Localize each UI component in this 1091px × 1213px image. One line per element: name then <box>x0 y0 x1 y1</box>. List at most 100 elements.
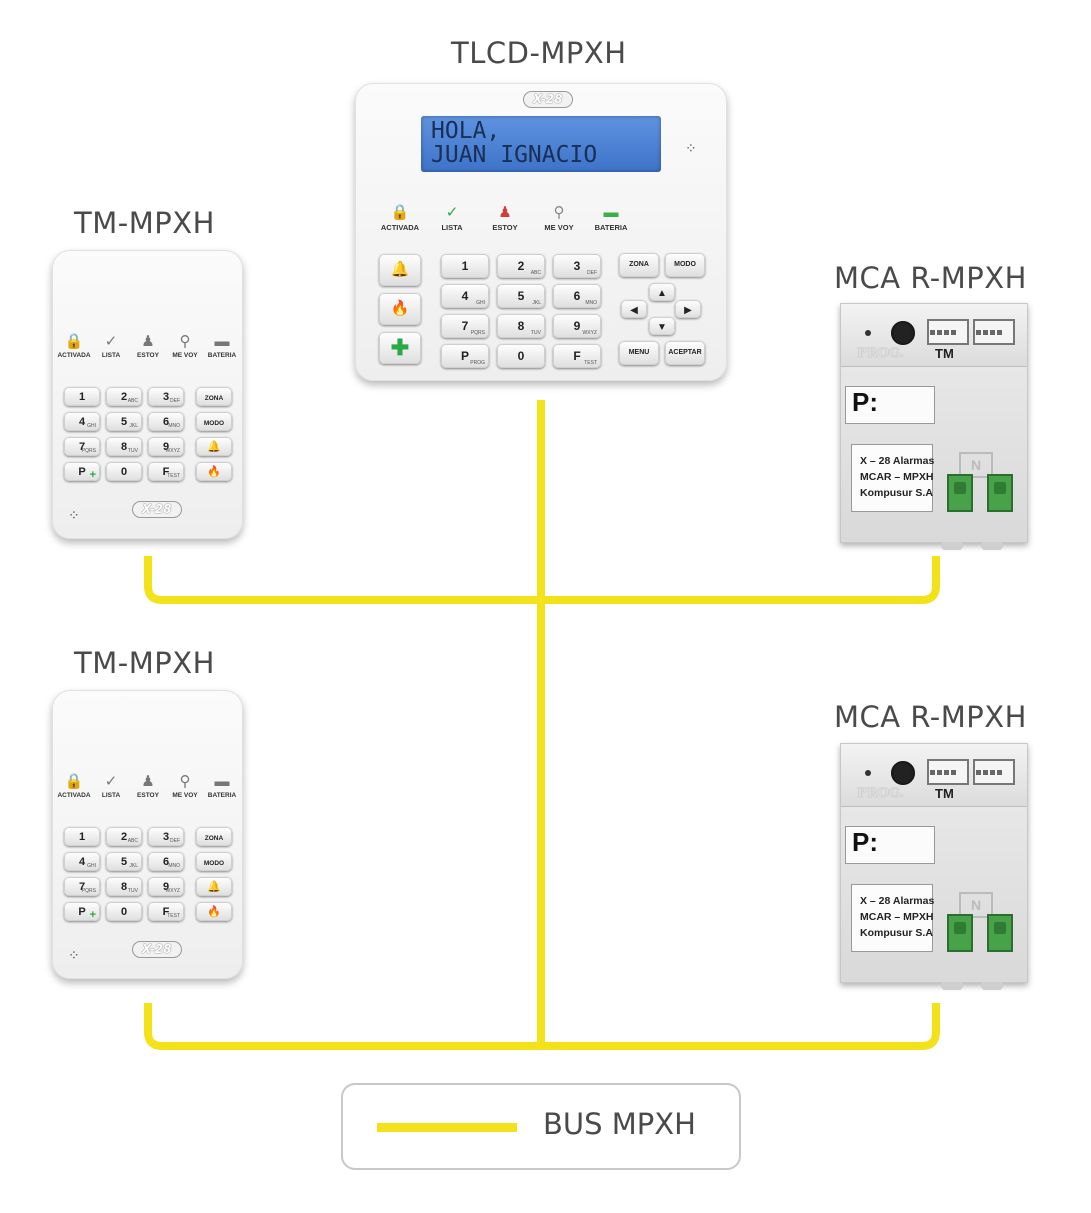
key-label: 1 <box>461 259 469 273</box>
arrow-right-button[interactable]: ▶ <box>675 300 701 318</box>
indicator-label: ESTOY <box>492 223 518 232</box>
modo-button[interactable]: MODO <box>665 253 705 277</box>
zona-button[interactable]: ZONA <box>196 827 232 846</box>
key-sublabel: TEST <box>167 473 180 479</box>
panic-bell-button[interactable]: 🔔 <box>379 254 421 286</box>
zona-label: ZONA <box>204 835 224 842</box>
indicator-lista: ✓LISTA <box>417 203 487 232</box>
key-label: 0 <box>120 906 128 918</box>
bus-lower-branch <box>144 1003 940 1050</box>
key-label: 2 <box>120 391 128 403</box>
key-sublabel: TUV <box>128 888 138 894</box>
tm-connector-2[interactable] <box>973 319 1015 345</box>
arrow-down-button[interactable]: ▼ <box>649 317 675 335</box>
fire-button[interactable]: 🔥 <box>196 902 232 921</box>
arrow-left-button[interactable]: ◀ <box>621 300 647 318</box>
terminal-block-2[interactable] <box>987 474 1013 512</box>
medical-button[interactable]: ✚ <box>379 332 421 364</box>
panic-bell-button[interactable]: 🔔 <box>196 437 232 456</box>
key-0[interactable]: 0 <box>497 344 545 368</box>
key-label: 2 <box>517 259 525 273</box>
tm-connector-1[interactable] <box>927 319 969 345</box>
key-0[interactable]: 0 <box>106 462 142 481</box>
battery-icon: ▬ <box>214 773 230 790</box>
key-sublabel: TUV <box>531 330 541 336</box>
key-label: 8 <box>120 441 128 453</box>
panic-bell-button[interactable]: 🔔 <box>196 877 232 896</box>
fire-button[interactable]: 🔥 <box>379 293 421 325</box>
check-icon: ✓ <box>445 204 459 221</box>
key-label: 0 <box>517 349 525 363</box>
label-line-1: X – 28 Alarmas <box>860 455 935 467</box>
key-1[interactable]: 1 <box>64 387 100 406</box>
key-sublabel: ABC <box>127 398 138 404</box>
zona-button[interactable]: ZONA <box>196 387 232 406</box>
fire-button[interactable]: 🔥 <box>196 462 232 481</box>
tm-connector-1[interactable] <box>927 759 969 785</box>
indicator-estoy: ♟ESTOY <box>113 772 183 799</box>
key-sublabel: ABC <box>127 838 138 844</box>
key-label: 3 <box>162 831 170 843</box>
key-p[interactable]: P+ <box>64 902 100 921</box>
aceptar-button[interactable]: ACEPTAR <box>665 341 705 365</box>
arrow-up-button[interactable]: ▲ <box>649 283 675 301</box>
indicator-bateria: ▬BATERIA <box>187 772 257 799</box>
zona-button[interactable]: ZONA <box>619 253 659 277</box>
key-0[interactable]: 0 <box>106 902 142 921</box>
key-1[interactable]: 1 <box>64 827 100 846</box>
terminal-block-1[interactable] <box>947 914 973 952</box>
key-sublabel: JKL <box>129 863 138 869</box>
label-line-2: MCAR – MPXH <box>860 471 934 483</box>
menu-button[interactable]: MENU <box>619 341 659 365</box>
arrow-left-icon: ◀ <box>630 305 638 316</box>
key-1[interactable]: 1 <box>441 254 489 278</box>
key-p[interactable]: P+ <box>64 462 100 481</box>
key-label: 8 <box>517 319 525 333</box>
terminal-block-2[interactable] <box>987 914 1013 952</box>
module-foot <box>981 542 1003 550</box>
tm-keypad-bottom: X-28⁘🔒ACTIVADA✓LISTA♟ESTOY⚲ME VOY▬BATERI… <box>52 690 243 979</box>
tlcd-label: TLCD-MPXH <box>451 36 627 70</box>
battery-icon: ▬ <box>603 204 619 221</box>
modo-button[interactable]: MODO <box>196 412 232 431</box>
terminal-block-1[interactable] <box>947 474 973 512</box>
speaker-icon: ⁘ <box>68 507 80 523</box>
prog-button-hole[interactable] <box>891 761 915 785</box>
prog-button-hole[interactable] <box>891 321 915 345</box>
key-label: 2 <box>120 831 128 843</box>
modo-button[interactable]: MODO <box>196 852 232 871</box>
lcd-display: HOLA, JUAN IGNACIO <box>421 116 661 172</box>
label-line-2: MCAR – MPXH <box>860 911 934 923</box>
key-label: 4 <box>78 416 86 428</box>
tm-connector-2[interactable] <box>973 759 1015 785</box>
